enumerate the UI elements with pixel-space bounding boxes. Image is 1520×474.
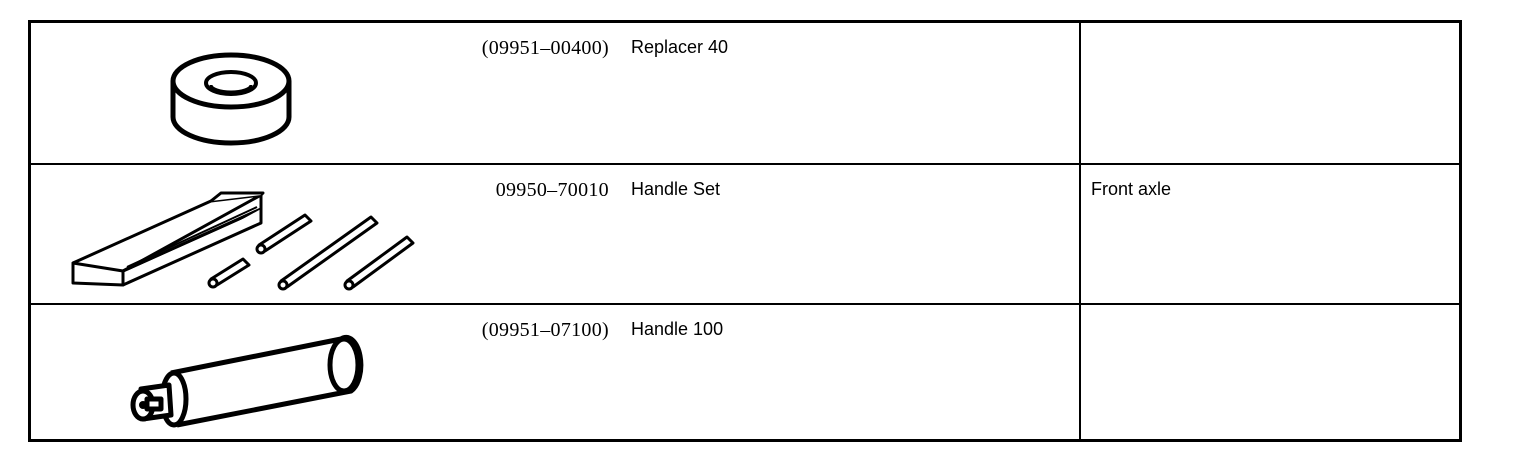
part-number: 09950–70010: [495, 179, 609, 201]
special-tools-table: (09951–00400) Replacer 40: [28, 20, 1462, 442]
part-number: (09951–00400): [481, 37, 609, 59]
table-row: 09950–70010 Handle Set Front axle: [31, 163, 1459, 305]
table-row: (09951–07100) Handle 100: [31, 303, 1459, 441]
handle-rod-icon: [130, 334, 364, 428]
part-number: (09951–07100): [481, 319, 609, 341]
part-name: Handle 100: [631, 319, 724, 339]
handle-set-icon: [71, 191, 415, 291]
table-row: (09951–00400) Replacer 40: [31, 23, 1459, 163]
column-divider: [1079, 23, 1081, 439]
part-name: Replacer 40: [631, 37, 729, 57]
replacer-ring-icon: [170, 52, 292, 146]
part-name: Handle Set: [631, 179, 721, 199]
remarks: Front axle: [1091, 179, 1172, 199]
